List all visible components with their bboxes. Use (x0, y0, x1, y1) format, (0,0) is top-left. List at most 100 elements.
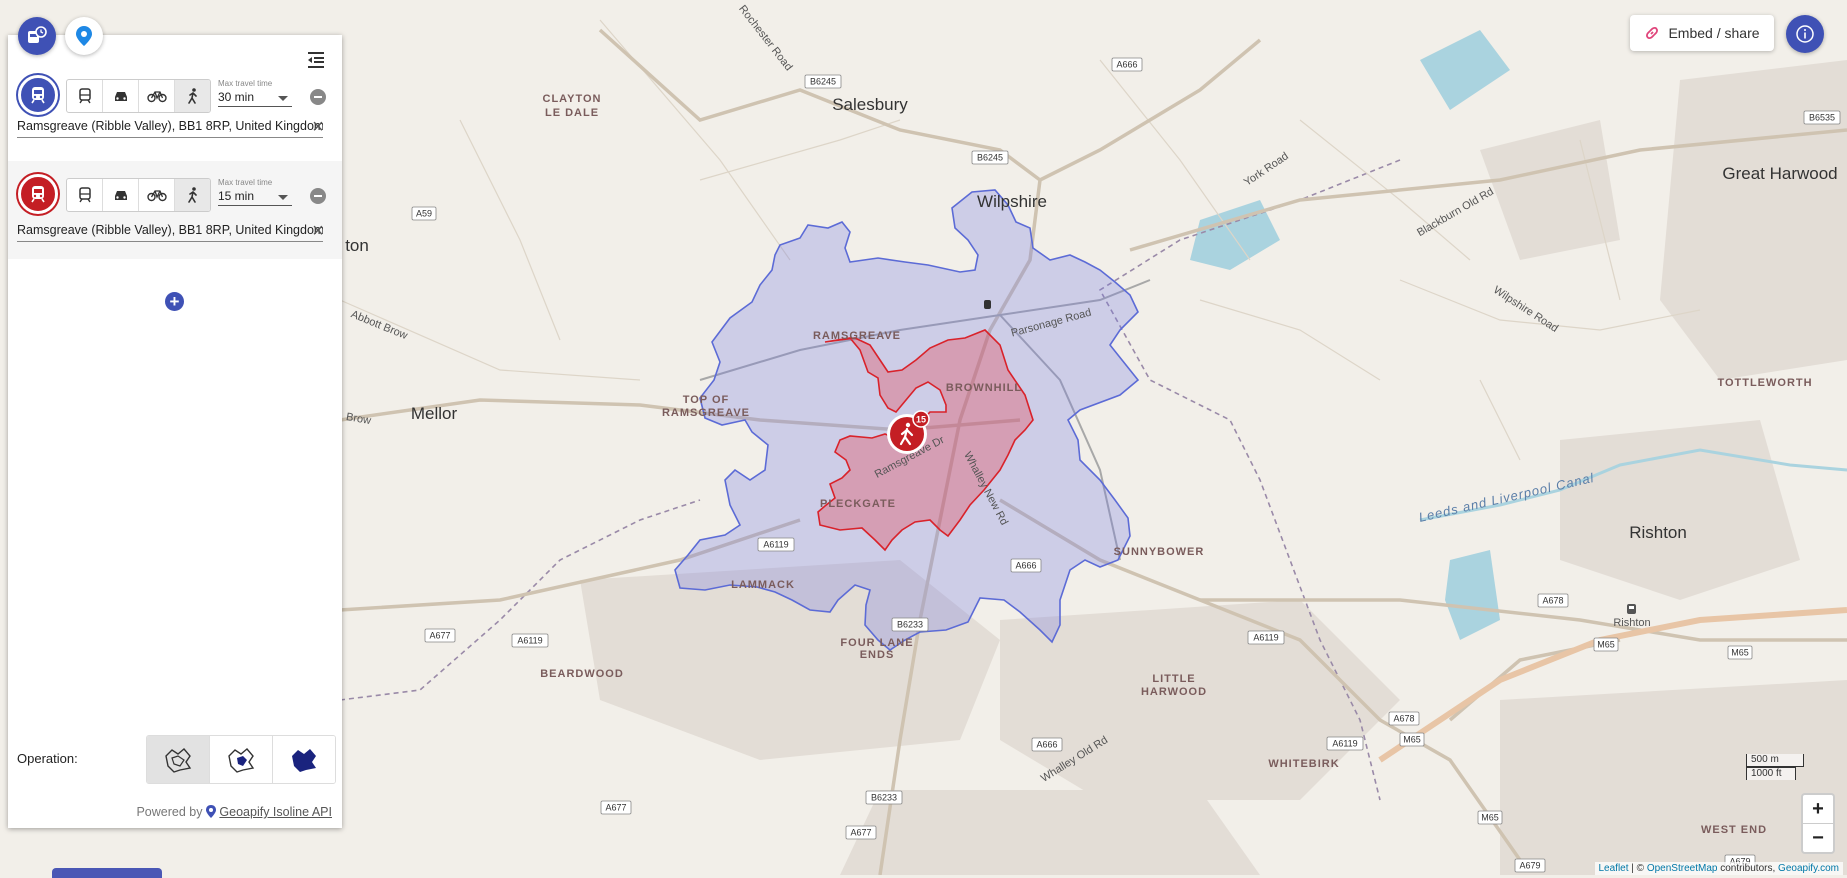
road-shield: M65 (1727, 645, 1753, 660)
road-shield-label: A6119 (763, 540, 788, 550)
isoline-2-transit-icon[interactable] (18, 174, 58, 214)
travel-time-value: 15 min (218, 189, 255, 203)
travel-time-value: 30 min (218, 90, 255, 104)
isoline-row-2: Max travel time 15 min Ramsgreave (Ribbl… (8, 161, 342, 259)
road-shield: A677 (845, 825, 877, 840)
area-label: WHITEBIRK (1268, 758, 1339, 770)
clear-address-icon[interactable]: × (312, 220, 324, 242)
road-shield: A6119 (1247, 630, 1285, 645)
address-input[interactable]: Ramsgreave (Ribble Valley), BB1 8RP, Uni… (17, 223, 323, 242)
zoom-control: + − (1801, 793, 1835, 854)
road-shield-label: B6233 (871, 793, 897, 803)
bottom-tab[interactable] (52, 868, 162, 878)
road-shield-label: A677 (605, 803, 626, 813)
operation-union-button[interactable] (273, 736, 335, 783)
road-shield-label: M65 (1403, 735, 1421, 745)
bicycle-icon (146, 91, 167, 103)
attrib-sep: | © (1628, 863, 1647, 874)
travel-time-select[interactable]: 15 min (218, 189, 292, 206)
train-icon (78, 187, 91, 203)
remove-isoline-button[interactable] (310, 188, 326, 204)
travel-time-select[interactable]: 30 min (218, 90, 292, 107)
embed-share-button[interactable]: Embed / share (1630, 15, 1774, 51)
walking-icon (187, 187, 197, 203)
area-label: HARWOOD (1141, 686, 1207, 698)
area-label: RAMSGREAVE (813, 330, 901, 342)
road-shield: A6119 (511, 633, 549, 648)
clear-address-icon[interactable]: × (312, 116, 324, 138)
map-attribution: Leaflet | © OpenStreetMap contributors, … (1594, 862, 1843, 875)
mode-transit-button[interactable] (67, 80, 103, 112)
geoapify-attrib-link[interactable]: Geoapify.com (1778, 863, 1839, 874)
geoapify-link[interactable]: Geoapify Isoline API (219, 805, 332, 819)
road-shield: A679 (1514, 858, 1546, 873)
road-shield: A677 (600, 800, 632, 815)
mode-bike-button[interactable] (139, 179, 175, 211)
road-shield-label: A679 (1519, 861, 1540, 871)
max-travel-label: Max travel time (218, 178, 273, 187)
powered-prefix: Powered by (136, 805, 203, 819)
add-isoline-button[interactable]: + (165, 292, 184, 311)
isoline-row-1: Max travel time 30 min Ramsgreave (Ribbl… (8, 69, 342, 169)
embed-share-label: Embed / share (1668, 25, 1760, 41)
travel-mode-group-1 (66, 79, 211, 113)
road-shield: A677 (424, 628, 456, 643)
mode-bike-button[interactable] (139, 80, 175, 112)
area-label: PLECKGATE (820, 498, 896, 510)
road-shield-label: A666 (1036, 740, 1057, 750)
remove-isoline-button[interactable] (310, 89, 326, 105)
road-shield: A59 (411, 206, 437, 221)
mode-walk-button[interactable] (175, 179, 210, 211)
town-label: Rishton (1629, 523, 1687, 542)
road-shield-label: A59 (416, 209, 432, 219)
mode-transit-button[interactable] (67, 179, 103, 211)
area-label: RAMSGREAVE (662, 407, 750, 419)
scale-metric: 500 m (1746, 754, 1804, 767)
mode-car-button[interactable] (103, 80, 139, 112)
info-button[interactable] (1786, 15, 1824, 53)
zoom-in-button[interactable]: + (1803, 795, 1833, 824)
operation-label: Operation: (17, 751, 78, 766)
road-shield: B6233 (891, 617, 929, 632)
shape-intersection-icon (228, 747, 255, 773)
walking-icon (187, 88, 197, 104)
leaflet-link[interactable]: Leaflet (1598, 863, 1629, 874)
address-input[interactable]: Ramsgreave (Ribble Valley), BB1 8RP, Uni… (17, 119, 323, 138)
road-shield: A666 (1111, 57, 1143, 72)
mode-walk-button[interactable] (175, 80, 210, 112)
chevron-down-icon (278, 96, 288, 101)
max-travel-label: Max travel time (218, 79, 273, 88)
area-label: LITTLE (1152, 673, 1195, 685)
location-pin-icon (76, 26, 92, 46)
town-label: Mellor (411, 404, 458, 423)
osm-link[interactable]: OpenStreetMap (1646, 863, 1718, 874)
road-shield: B6535 (1803, 110, 1841, 125)
road-shield: M65 (1399, 732, 1425, 747)
area-label: FOUR LANE (840, 637, 913, 649)
area-label: WEST END (1701, 824, 1767, 836)
road-shield-label: A678 (1542, 596, 1563, 606)
road-shield-label: A6119 (1332, 739, 1357, 749)
road-shield-label: M65 (1597, 640, 1615, 650)
road-shield: A6119 (757, 537, 795, 552)
area-label: BEARDWOOD (540, 668, 624, 680)
water-bodies (1190, 30, 1510, 640)
collapse-panel-icon[interactable] (306, 51, 326, 69)
zoom-out-button[interactable]: − (1812, 827, 1824, 849)
road-shield: M65 (1593, 637, 1619, 652)
operation-intersection-button[interactable] (210, 736, 273, 783)
road-label: Rishton (1613, 617, 1650, 629)
road-shield-label: A666 (1015, 561, 1036, 571)
road-shield-label: M65 (1731, 648, 1749, 658)
car-icon (114, 191, 127, 200)
app-menu-button[interactable] (18, 17, 56, 55)
road-shield-label: M65 (1481, 813, 1499, 823)
town-label: ton (345, 236, 369, 255)
location-marker[interactable]: 15 (887, 410, 930, 454)
travel-mode-group-2 (66, 178, 211, 212)
locate-button[interactable] (65, 17, 103, 55)
isoline-1-transit-icon[interactable] (18, 75, 58, 115)
mode-car-button[interactable] (103, 179, 139, 211)
road-shield: A678 (1388, 711, 1420, 726)
operation-none-button[interactable] (147, 736, 210, 783)
